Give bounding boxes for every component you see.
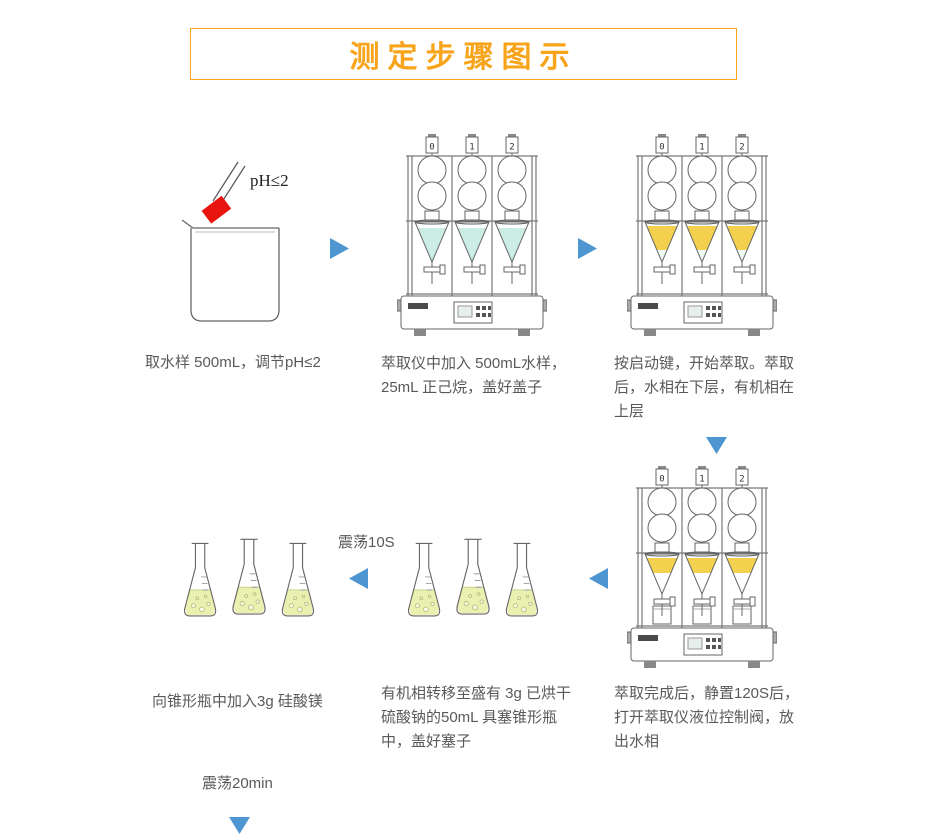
title-banner: 测定步骤图示 bbox=[190, 28, 737, 80]
funnel-liquid-water bbox=[497, 228, 527, 262]
flow-arrow-down-2 bbox=[229, 817, 250, 834]
extractor-step4 bbox=[627, 466, 777, 671]
shake-20min-label: 震荡20min bbox=[202, 775, 273, 792]
ph-label: pH≤2 bbox=[250, 171, 289, 190]
step4-caption: 萃取完成后，静置120S后， 打开萃取仪液位控制阀，放 出水相 bbox=[614, 685, 800, 750]
beaker-illustration bbox=[181, 161, 280, 322]
flow-arrow-left-2 bbox=[349, 568, 368, 589]
ph-test-strip bbox=[201, 195, 232, 224]
tweezers bbox=[212, 161, 246, 206]
flask-group-step6 bbox=[183, 538, 315, 617]
step1-caption: 取水样 500mL，调节pH≤2 bbox=[145, 354, 321, 371]
step5-caption: 有机相转移至盛有 3g 已烘干 硫酸钠的50mL 具塞锥形瓶 中，盖好塞子 bbox=[381, 685, 572, 750]
funnel-liquid-organic bbox=[726, 558, 758, 573]
funnel-liquid-water bbox=[736, 250, 748, 262]
flow-arrow-right-1 bbox=[330, 238, 349, 259]
step2-caption: 萃取仪中加入 500mL水样， 25mL 正己烷，盖好盖子 bbox=[381, 355, 567, 396]
extractor-step3 bbox=[627, 134, 777, 339]
flask-group-step5 bbox=[407, 538, 539, 617]
flow-arrow-right-2 bbox=[578, 238, 597, 259]
step6-caption: 向锥形瓶中加入3g 硅酸镁 bbox=[152, 693, 323, 710]
flow-arrow-left-1 bbox=[589, 568, 608, 589]
funnel-liquid-water bbox=[696, 250, 708, 262]
funnel-liquid-water bbox=[656, 250, 668, 262]
page-title: 测定步骤图示 bbox=[349, 41, 578, 74]
beaker bbox=[181, 219, 280, 322]
extractor-step2 bbox=[397, 134, 547, 339]
funnel-liquid-organic bbox=[686, 558, 718, 573]
shake-10s-label: 震荡10S bbox=[338, 534, 395, 551]
funnel-liquid-water bbox=[457, 228, 487, 262]
step3-caption: 按启动键，开始萃取。萃取 后，水相在下层，有机相在 上层 bbox=[614, 355, 795, 420]
funnel-liquid-water bbox=[417, 228, 447, 262]
flow-arrow-down-1 bbox=[706, 437, 727, 454]
funnel-liquid-organic bbox=[646, 558, 678, 573]
